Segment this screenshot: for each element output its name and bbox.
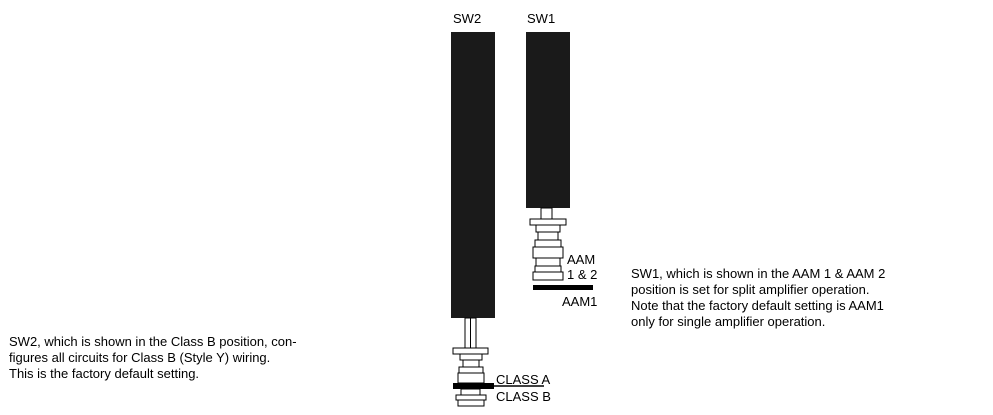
sw2-switch-body [451,32,495,318]
sw1-note-line: position is set for split amplifier oper… [631,282,870,297]
sw1-switch-body [526,32,570,208]
sw1-position-aam1: AAM1 [562,294,598,309]
sw1-position-aam-line2: 1 & 2 [567,267,598,282]
sw2-position-class-b: CLASS B [496,389,551,404]
sw1-note-line: only for single amplifier operation. [631,314,826,329]
sw2-label: SW2 [453,11,482,26]
sw1-shaft [540,207,553,220]
sw1-note: SW1, which is shown in the AAM 1 & AAM 2… [631,266,885,330]
sw2-note-line: This is the factory default setting. [9,366,200,381]
sw1-note-line: Note that the factory default setting is… [631,298,884,313]
sw2-position-bar [453,383,494,389]
sw1-note-line: SW1, which is shown in the AAM 1 & AAM 2 [631,266,886,281]
sw2-connector [452,347,489,407]
sw1-position-bar [533,285,593,290]
sw2-position-class-a: CLASS A [496,372,551,387]
sw2-note-line: figures all circuits for Class B (Style … [9,350,271,365]
sw2-note: SW2, which is shown in the Class B posit… [9,334,297,382]
sw1-label: SW1 [527,11,556,26]
sw2-note-line: SW2, which is shown in the Class B posit… [9,334,297,349]
sw1-position-aam-line1: AAM [567,252,596,267]
sw1-connector [529,218,567,281]
